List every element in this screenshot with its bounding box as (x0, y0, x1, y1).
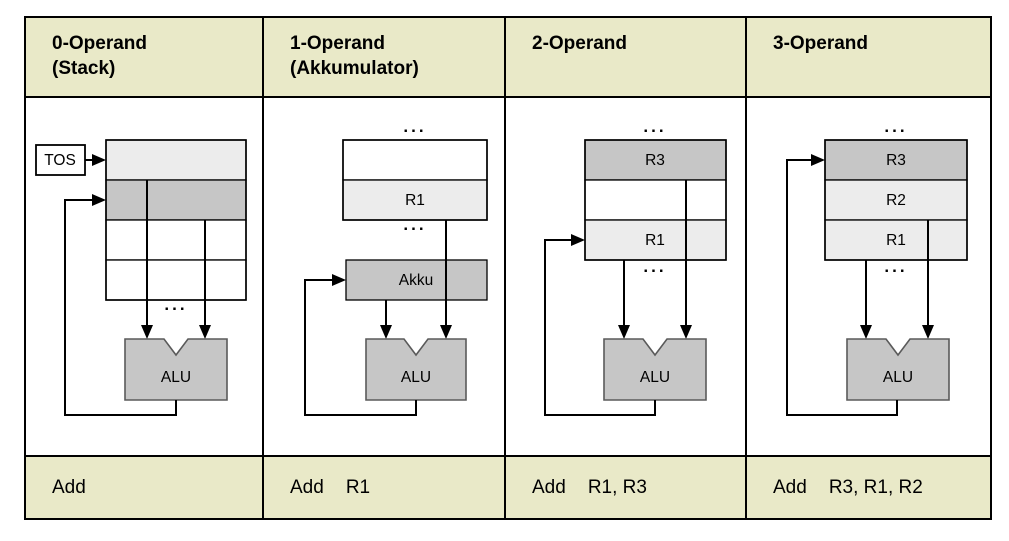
register-frame (342, 139, 488, 221)
operand1-arrowhead-icon (618, 325, 630, 339)
tos-arrowhead-icon (92, 154, 106, 166)
diagram-3-operand: ... R3 R2 R1 ... ALU (747, 98, 990, 457)
register-frame (823, 139, 968, 261)
alu-label: ALU (401, 369, 431, 386)
alu-shape (124, 338, 228, 401)
register-frame (584, 139, 727, 261)
two-operand-architecture-svg: ... R3 R1 ... ALU (544, 117, 727, 416)
feedback-arrowhead-icon (571, 234, 585, 246)
stack-cell-4 (105, 259, 247, 301)
register-label: R1 (886, 232, 906, 249)
three-operand-architecture-svg: ... R3 R2 R1 ... ALU (785, 117, 968, 416)
instruction-cell-2-operand: Add R1, R3 (506, 457, 747, 518)
instruction-mnemonic: Add (52, 476, 86, 498)
header-line1: 3-Operand (773, 33, 869, 54)
register-label: R3 (645, 152, 665, 169)
stack-architecture-svg: TOS ... ALU (35, 139, 247, 416)
instruction-mnemonic: Add (532, 476, 566, 498)
diagram-akkumulator: ... R1 ... Akku ALU (264, 98, 506, 457)
akku-box (345, 259, 488, 301)
ellipsis: ... (164, 295, 187, 314)
stack-frame (105, 139, 247, 301)
operand1-arrowhead-icon (380, 325, 392, 339)
ellipsis: ... (403, 117, 426, 136)
register-cell-mid (584, 179, 727, 221)
ellipsis: ... (884, 117, 907, 136)
alu-label: ALU (640, 369, 670, 386)
stack-cell-2 (105, 179, 247, 221)
feedback-line (544, 239, 656, 416)
feedback-arrowhead-icon (810, 154, 825, 166)
instruction-cell-stack: Add (26, 457, 264, 518)
alu-shape (603, 338, 707, 401)
header-line2: (Stack) (52, 58, 116, 79)
feedback-arrowhead-icon (332, 274, 346, 286)
register-label: R1 (645, 232, 665, 249)
alu-shape (845, 338, 950, 401)
instruction-mnemonic: Add (290, 476, 324, 498)
feedback-line (64, 199, 177, 416)
alu-label: ALU (161, 369, 191, 386)
operand2-arrowhead-icon (680, 325, 692, 339)
tos-box (35, 144, 86, 176)
ellipsis: ... (884, 257, 907, 276)
header-0-operand: 0-Operand (Stack) (26, 18, 264, 98)
instruction-cell-akkumulator: Add R1 (264, 457, 506, 518)
header-line1: 2-Operand (532, 33, 628, 54)
register-label: R1 (405, 192, 425, 209)
instruction-operands: R1, R3 (587, 476, 647, 498)
akkumulator-architecture-svg: ... R1 ... Akku ALU (304, 117, 488, 416)
tos-label: TOS (44, 152, 76, 169)
register-cell-r3 (584, 139, 727, 181)
header-1-operand: 1-Operand (Akkumulator) (264, 18, 506, 98)
operand2-arrowhead-icon (440, 325, 452, 339)
header-3-operand: 3-Operand (747, 18, 990, 98)
diagram-stack: TOS ... ALU (26, 98, 264, 457)
diagram-2-operand: ... R3 R1 ... ALU (506, 98, 747, 457)
akku-label: Akku (399, 272, 433, 289)
header-line2: (Akkumulator) (290, 58, 419, 79)
ellipsis: ... (643, 117, 666, 136)
instruction-cell-3-operand: Add R3, R1, R2 (747, 457, 990, 518)
instruction-operands: R1 (345, 476, 371, 498)
instruction-operands: R3, R1, R2 (828, 476, 923, 498)
register-cell-r1 (823, 219, 968, 261)
operand-architecture-table: 0-Operand (Stack) 1-Operand (Akkumulator… (24, 16, 992, 520)
header-2-operand: 2-Operand (506, 18, 747, 98)
instruction-mnemonic: Add (773, 476, 807, 498)
header-line1: 0-Operand (52, 33, 148, 54)
operand2-arrowhead-icon (199, 325, 211, 339)
ellipsis: ... (643, 257, 666, 276)
register-label: R2 (886, 192, 906, 209)
feedback-line (785, 159, 898, 416)
operand1-arrowhead-icon (141, 325, 153, 339)
ellipsis: ... (403, 215, 426, 234)
feedback-line (304, 279, 417, 416)
register-cell-top (342, 139, 488, 181)
register-label: R3 (886, 152, 906, 169)
operand2-arrowhead-icon (921, 325, 934, 339)
alu-label: ALU (882, 369, 912, 386)
alu-shape (365, 338, 467, 401)
feedback-arrowhead-icon (92, 194, 106, 206)
stack-cell-3 (105, 219, 247, 261)
operand1-arrowhead-icon (859, 325, 872, 339)
header-line1: 1-Operand (290, 33, 386, 54)
stack-cell-tos (105, 139, 247, 181)
